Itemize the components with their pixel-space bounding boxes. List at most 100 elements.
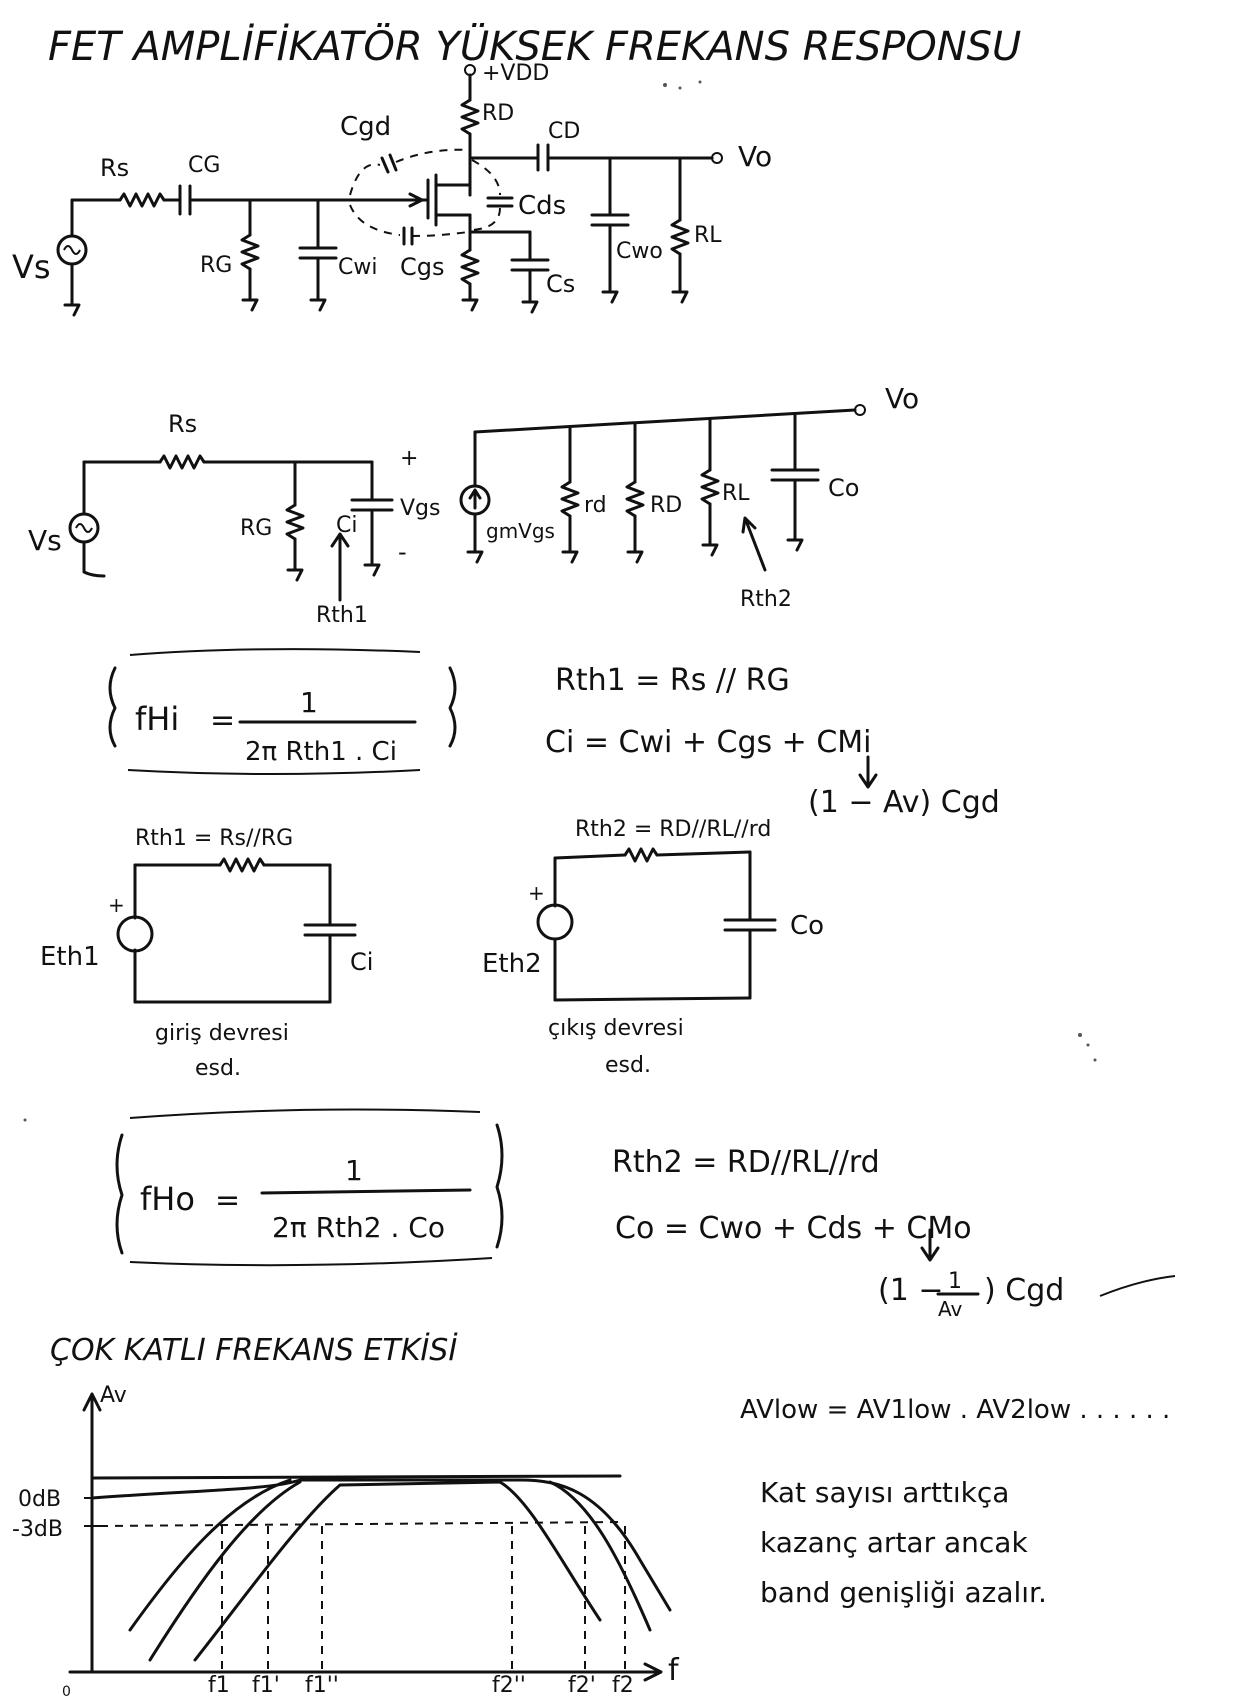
input-thevenin-circuit: Rth1 = Rs//RG + Eth1 Ci giriş devresi es…	[40, 826, 373, 1081]
cwo-label: Cwo	[616, 239, 663, 264]
eth2-source-icon	[536, 903, 574, 941]
ci-label-1: Ci	[336, 513, 357, 538]
fhi-denominator: 2π Rth1 . Ci	[245, 737, 397, 767]
y-tick-0db: 0dB	[18, 1487, 61, 1512]
ci-equation: Ci = Cwi + Cgs + CMi	[545, 725, 872, 760]
x-tick-f2-double-prime: f2''	[492, 1673, 526, 1696]
cmi-expression: (1 − Av) Cgd	[808, 785, 1000, 820]
x-tick-f1-double-prime: f1''	[305, 1673, 339, 1696]
output-thevenin-circuit: Rth2 = RD//RL//rd + Eth2 Co çıkış devres…	[482, 817, 824, 1078]
rs-resistor-icon-1	[118, 192, 166, 208]
fho-denominator: 2π Rth2 . Co	[272, 1211, 445, 1244]
scan-noise	[23, 80, 1097, 1122]
cds-label: Cds	[518, 191, 566, 221]
input-caption-1: giriş devresi	[155, 1021, 289, 1046]
rd-resistor-icon	[460, 98, 480, 136]
minus-sign: -	[398, 538, 407, 566]
eth1-label: Eth1	[40, 942, 100, 972]
vo-label-1: Vo	[738, 140, 772, 173]
rd-label-1: RD	[482, 101, 514, 126]
svg-text:+: +	[528, 881, 545, 905]
plus-sign: +	[400, 446, 418, 471]
svg-text:+: +	[108, 893, 125, 917]
rd-big-resistor-icon	[625, 480, 645, 518]
cs-label: Cs	[546, 270, 575, 298]
stage3-response-curve	[193, 1480, 602, 1662]
input-caption-2: esd.	[195, 1056, 241, 1081]
fho-formula-block: fHo = 1 2π Rth2 . Co Rth2 = RD//RL//rd C…	[115, 1108, 1176, 1321]
rth1-thevenin-label: Rth1 = Rs//RG	[135, 826, 293, 851]
rs-resistor-icon-2	[158, 454, 206, 470]
rd-big-label: RD	[650, 493, 682, 518]
rth2-label: Rth2	[740, 587, 792, 612]
equivalent-circuit: Rs Vs RG Ci Vgs + - Rth1 Vo	[28, 382, 919, 628]
output-caption-2: esd.	[605, 1053, 651, 1078]
x-tick-f2: f2	[612, 1673, 634, 1696]
cmo-denominator: Av	[938, 1297, 963, 1321]
vo-label-2: Vo	[885, 382, 919, 415]
rth1-label: Rth1	[316, 603, 368, 628]
output-caption-1: çıkış devresi	[548, 1016, 684, 1041]
cd-label: CD	[548, 119, 580, 144]
fhi-lhs: fHi	[135, 700, 179, 738]
note-line-1: Kat sayısı arttıkça	[760, 1476, 1009, 1509]
cg-label: CG	[188, 153, 220, 178]
x-tick-f1: f1	[208, 1673, 230, 1696]
fho-eq: =	[215, 1183, 240, 1218]
x-tick-f1-prime: f1'	[252, 1673, 280, 1696]
eth1-source-icon	[116, 915, 154, 953]
note-line-3: band genişliği azalır.	[760, 1576, 1047, 1609]
co-equation: Co = Cwo + Cds + CMo	[615, 1211, 972, 1246]
vs-label-1: Vs	[12, 248, 51, 286]
rth2-equation: Rth2 = RD//RL//rd	[612, 1145, 880, 1180]
rs-label-1: Rs	[100, 154, 129, 182]
rs-label-2: Rs	[168, 410, 197, 438]
x-tick-f2-prime: f2'	[568, 1673, 596, 1696]
rg-label-2: RG	[240, 516, 272, 541]
stage1-response-curve	[90, 1478, 672, 1612]
section-title: ÇOK KATLI FREKANS ETKİSİ	[50, 1332, 458, 1368]
cmo-prefix: (1 −	[878, 1273, 943, 1308]
rl-resistor-icon	[670, 218, 690, 256]
page-title: FET AMPLİFİKATÖR YÜKSEK FREKANS RESPONSU	[48, 22, 1021, 70]
ci-thevenin-label: Ci	[350, 948, 373, 976]
rth2-thevenin-label: Rth2 = RD//RL//rd	[575, 817, 771, 842]
rg-label-1: RG	[200, 253, 232, 278]
cmo-suffix: ) Cgd	[984, 1273, 1064, 1308]
fhi-numerator: 1	[300, 686, 318, 719]
cmo-numerator: 1	[948, 1269, 962, 1294]
chart-origin: 0	[62, 1684, 71, 1696]
fet-amplifier-circuit: +VDD RD CD Vo Cwo RL	[12, 61, 772, 317]
rth1-resistor-icon	[218, 857, 266, 873]
fhi-eq: =	[210, 703, 235, 738]
rs-source-resistor-icon	[460, 248, 480, 286]
rl-label-2: RL	[722, 481, 750, 506]
eth2-label: Eth2	[482, 949, 542, 979]
rl-resistor-icon-2	[700, 468, 720, 506]
vgs-label: Vgs	[400, 496, 440, 521]
fho-lhs: fHo	[140, 1180, 195, 1218]
vdd-label: +VDD	[482, 61, 549, 86]
chart-ylabel: Av	[100, 1383, 127, 1408]
vs-label-2: Vs	[28, 524, 62, 557]
cwi-label: Cwi	[338, 255, 377, 280]
co-thevenin-label: Co	[790, 911, 824, 941]
chart-xlabel: f	[668, 1653, 680, 1688]
rd-small-label: rd	[584, 493, 607, 518]
rth2-resistor-icon	[623, 847, 659, 863]
co-label-1: Co	[828, 474, 859, 502]
rg-resistor-icon-2	[285, 503, 305, 541]
note-line-2: kazanç artar ancak	[760, 1526, 1028, 1559]
cgd-label-1: Cgd	[340, 112, 391, 142]
rth1-equation: Rth1 = Rs // RG	[555, 663, 790, 698]
multistage-frequency-chart: Av f 0 0dB -3dB f1 f1' f1'' f2'' f2' f2	[12, 1383, 680, 1696]
fho-numerator: 1	[345, 1154, 363, 1187]
rl-label-1: RL	[694, 223, 722, 248]
stage1-rise-curve	[128, 1478, 292, 1632]
cgs-label-1: Cgs	[400, 253, 445, 281]
fhi-formula-block: fHi = 1 2π Rth1 . Ci Rth1 = Rs // RG Ci …	[108, 648, 1000, 820]
gmvgs-label: gmVgs	[486, 519, 555, 543]
y-tick-3db: -3dB	[12, 1517, 63, 1542]
rd-small-resistor-icon	[560, 480, 580, 518]
